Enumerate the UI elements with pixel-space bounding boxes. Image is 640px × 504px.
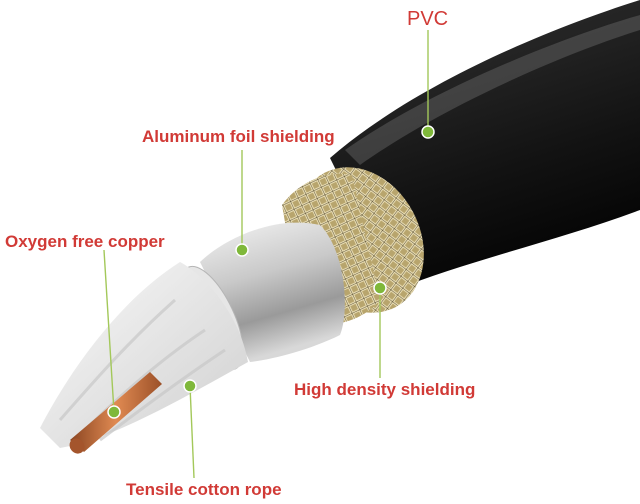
label-braid: High density shielding: [294, 380, 476, 399]
marker-cu: [107, 405, 121, 419]
copper-tip: [69, 438, 85, 454]
marker-rope: [183, 379, 197, 393]
insulation-core: [40, 262, 248, 448]
marker-foil: [235, 243, 249, 257]
leader-cu: [103, 249, 115, 413]
label-aluminum-foil: Aluminum foil shielding: [142, 127, 335, 146]
leader-rope: [189, 385, 195, 479]
marker-pvc: [421, 125, 435, 139]
marker-braid: [373, 281, 387, 295]
jacket-highlight: [345, 15, 640, 165]
label-copper: Oxygen free copper: [5, 232, 165, 251]
label-rope: Tensile cotton rope: [126, 480, 282, 499]
label-pvc: PVC: [407, 8, 449, 30]
